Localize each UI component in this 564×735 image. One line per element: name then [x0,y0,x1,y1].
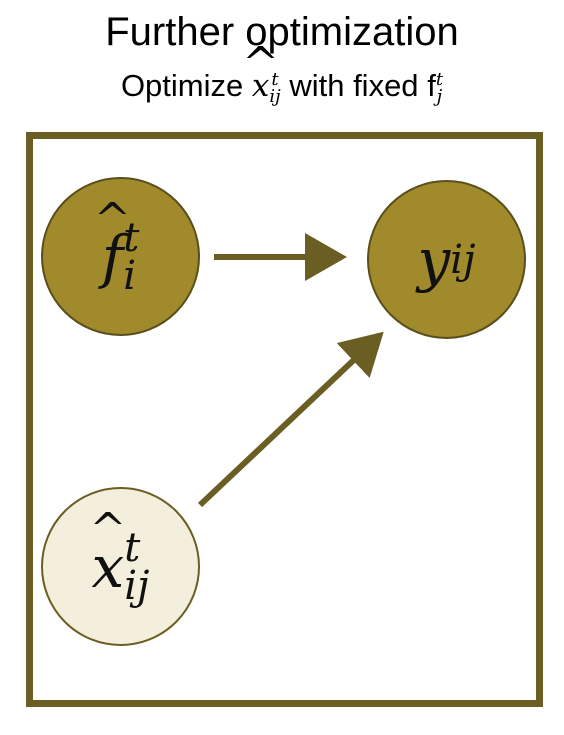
subtitle-middle: with fixed [289,68,419,103]
subtitle-f-symbol: f [427,68,436,103]
node-f-hat-symbol: f [102,228,123,286]
diagram-title: Further optimization [105,10,459,54]
edge-x-to-y [197,331,384,508]
node-y-sub: ij [450,236,476,283]
node-x-hat-symbol: x [92,538,125,596]
node-y-symbol: y [417,225,451,294]
plate-frame [26,132,543,707]
subtitle-prefix: Optimize [120,68,244,103]
subtitle-x-symbol: x [252,68,269,104]
node-f-hat: fti [41,177,200,336]
